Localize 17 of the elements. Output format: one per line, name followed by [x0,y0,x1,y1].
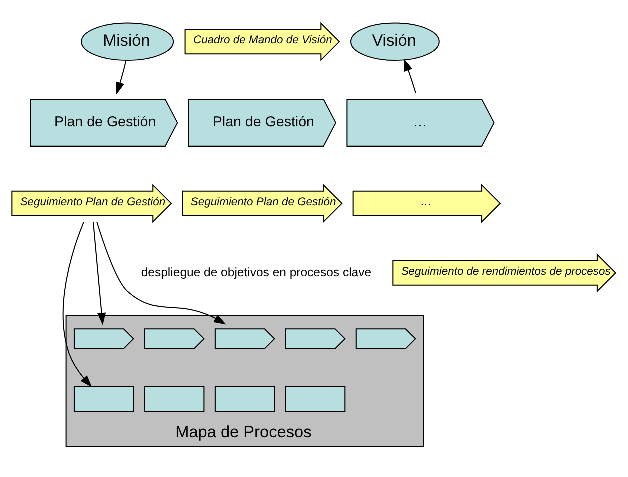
node-ellipse: Visión [350,22,440,61]
node-box [74,385,134,412]
arrow [96,222,226,324]
label: despliegue de objetivos en procesos clave [141,264,372,279]
arrow [92,222,106,325]
node-chevron [144,328,205,349]
arrow [62,221,92,388]
node-chevron [74,328,134,349]
node-box [214,385,276,412]
arrow [116,60,127,94]
node-chevron [356,328,416,349]
node-box [285,385,346,412]
node-chevron [214,328,276,349]
node-box [144,385,205,412]
arrow [404,58,416,93]
node-ellipse: Misión [81,22,174,61]
node-chevron [285,328,346,349]
